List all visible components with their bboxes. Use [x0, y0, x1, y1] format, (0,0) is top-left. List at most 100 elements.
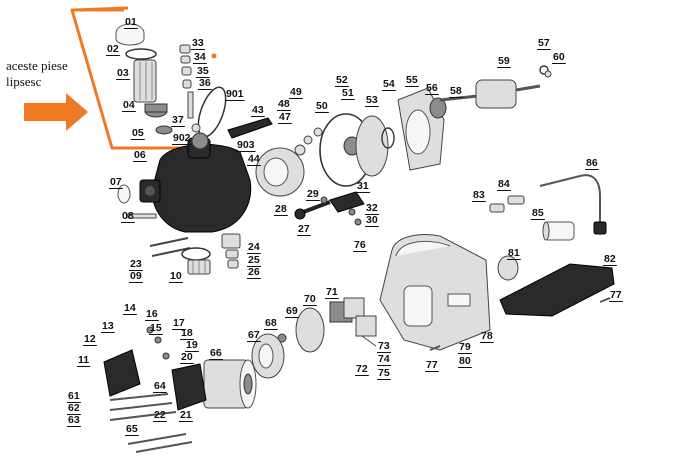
part-83-gland [489, 203, 505, 213]
label-33: 33 [192, 37, 204, 49]
label-25: 25 [248, 254, 260, 266]
label-31: 31 [357, 180, 369, 192]
part-77-screw-a [429, 345, 441, 351]
part-84-gland [507, 195, 525, 205]
part-32-screw [348, 208, 356, 216]
label-78: 78 [481, 330, 493, 342]
label-65: 65 [126, 423, 138, 435]
label-71: 71 [326, 286, 338, 298]
label-82: 82 [604, 253, 616, 265]
label-75: 75 [378, 367, 390, 379]
label-902: 902 [173, 132, 191, 144]
part-33-fitting [179, 44, 191, 54]
label-68: 68 [265, 317, 277, 329]
part-01-cap [115, 23, 145, 46]
part-59-rotor [475, 79, 541, 109]
label-77-mid: 77 [426, 359, 438, 371]
part-71-plate [343, 297, 365, 319]
label-32: 32 [366, 202, 378, 214]
label-50: 50 [316, 100, 328, 112]
label-06: 06 [134, 149, 146, 161]
part-26-fitting [227, 259, 239, 269]
part-72-plate [355, 315, 377, 337]
label-83: 83 [473, 189, 485, 201]
label-24: 24 [248, 241, 260, 253]
part-69-end-plate [295, 307, 325, 353]
part-73-wire [361, 335, 377, 347]
label-84: 84 [498, 178, 510, 190]
label-35: 35 [197, 65, 209, 77]
label-23: 23 [130, 258, 142, 270]
part-10-nut [187, 259, 211, 275]
label-70: 70 [304, 293, 316, 305]
part-49-washer [313, 127, 323, 137]
label-37: 37 [172, 114, 184, 126]
part-44-diffuser [255, 147, 305, 197]
part-06-pump-housing [139, 132, 252, 233]
part-34-fitting [180, 55, 191, 64]
label-66: 66 [210, 347, 222, 359]
part-36-fitting [182, 79, 192, 89]
part-23-screw-2 [151, 247, 191, 257]
part-35-fitting [181, 66, 192, 76]
label-60: 60 [553, 51, 565, 63]
label-77-right: 77 [610, 289, 622, 301]
part-24-fitting [221, 233, 241, 249]
label-58: 58 [450, 85, 462, 97]
label-72: 72 [356, 363, 368, 375]
label-52: 52 [336, 74, 348, 86]
label-63: 63 [68, 414, 80, 426]
label-26: 26 [248, 266, 260, 278]
part-37-pin [187, 91, 194, 119]
part-25-fitting [225, 249, 239, 259]
part-31-switch-plate [329, 191, 365, 213]
label-17: 17 [173, 317, 185, 329]
part-16-part [154, 336, 162, 344]
label-903: 903 [237, 139, 255, 151]
label-05: 05 [132, 127, 144, 139]
label-12: 12 [84, 333, 96, 345]
part-86-plug [593, 221, 607, 235]
label-79: 79 [459, 341, 471, 353]
part-21-end-bell [171, 363, 207, 411]
label-43: 43 [252, 104, 264, 116]
part-85-capacitor [542, 221, 575, 241]
label-29: 29 [307, 188, 319, 200]
label-61: 61 [68, 390, 80, 402]
part-29-screw [320, 196, 328, 204]
label-59: 59 [498, 55, 510, 67]
part-14-part [146, 326, 154, 334]
label-62: 62 [68, 402, 80, 414]
label-85: 85 [532, 207, 544, 219]
label-28: 28 [275, 203, 287, 215]
label-27: 27 [298, 223, 310, 235]
part-18-part [162, 352, 170, 360]
part-86-power-cord [539, 174, 601, 224]
label-57: 57 [538, 37, 550, 49]
label-02: 02 [107, 43, 119, 55]
label-44: 44 [248, 153, 260, 165]
label-53: 53 [366, 94, 378, 106]
label-11: 11 [78, 354, 89, 366]
note-line-1: aceste piese [6, 58, 68, 73]
part-02-oring [125, 48, 157, 60]
label-07: 07 [110, 176, 122, 188]
part-48-washer [303, 135, 313, 145]
label-10: 10 [170, 270, 182, 282]
label-13: 13 [102, 320, 114, 332]
orange-dot-marker [211, 53, 217, 59]
label-19: 19 [186, 339, 198, 351]
label-86: 86 [586, 157, 598, 169]
part-53-oring [381, 127, 395, 149]
label-08: 08 [122, 210, 134, 222]
label-54: 54 [383, 78, 395, 90]
part-09-ring [181, 247, 211, 261]
part-05-ring [155, 125, 173, 135]
part-63-rod [109, 411, 177, 421]
part-52-impeller [355, 115, 389, 177]
part-11-fan-cover [103, 349, 141, 397]
label-21: 21 [180, 409, 192, 421]
label-underlines [67, 28, 623, 436]
part-81-connector [497, 255, 519, 281]
